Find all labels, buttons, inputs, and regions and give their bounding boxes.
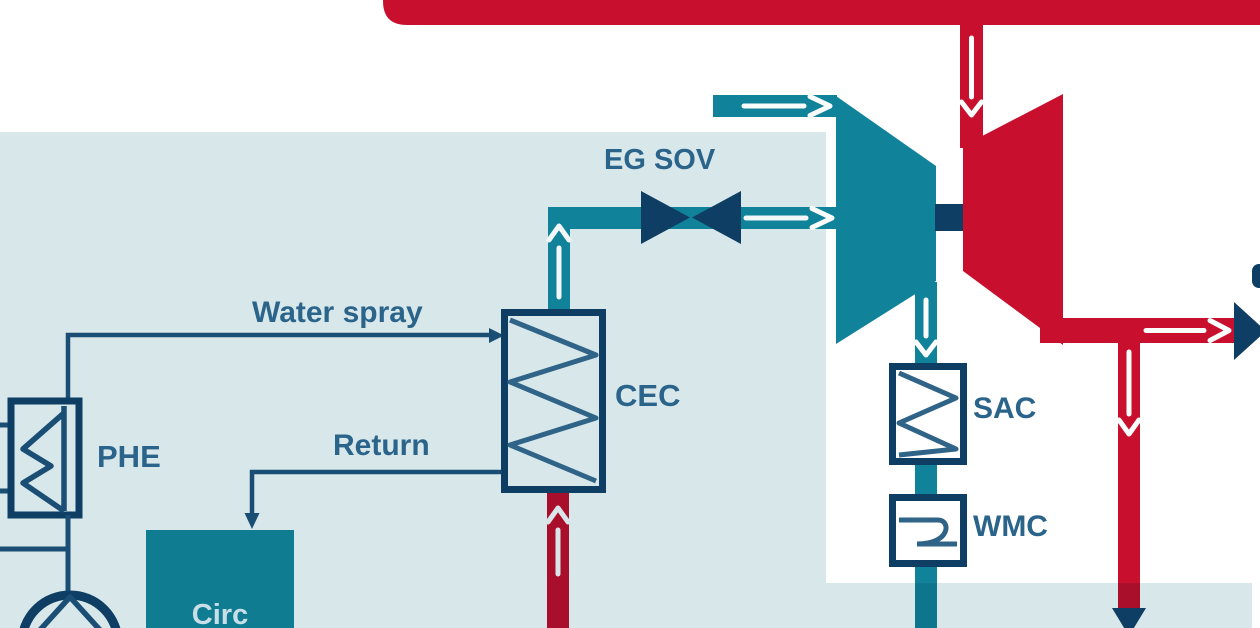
right-arrow-icon xyxy=(809,206,835,230)
phe-heat-exchanger xyxy=(0,397,83,519)
outlet-arrowhead-down xyxy=(1112,608,1146,628)
pump-suction-lines xyxy=(0,515,71,597)
valve-right-triangle xyxy=(692,191,741,244)
down-arrow-icon xyxy=(913,339,939,358)
cec-coil-zigzag xyxy=(507,317,599,484)
down-arrow-icon xyxy=(1116,417,1142,437)
turbine-inlet-pipe xyxy=(959,24,984,148)
wmc-outlet-pipe xyxy=(915,563,937,583)
eg-pipe xyxy=(546,206,837,315)
bottom-right-panel-background xyxy=(826,583,1252,628)
air-inlet-pipe-upper xyxy=(713,94,837,118)
sac-to-wmc-pipe xyxy=(915,462,937,498)
phe-label: PHE xyxy=(97,439,161,474)
wmc-unit xyxy=(889,494,967,567)
cec-heat-exchanger xyxy=(501,309,606,493)
return-line-label: Return xyxy=(333,429,430,462)
cropped-label-mark xyxy=(1252,264,1260,288)
up-arrow-icon xyxy=(546,223,572,243)
eg-pipe-horizontal-segment xyxy=(548,207,837,229)
right-arrow-icon xyxy=(1207,318,1232,343)
exhaust-header-pipe xyxy=(383,0,1260,25)
circulation-pump-icon xyxy=(19,590,121,628)
turbine-shape xyxy=(963,94,1063,345)
phe-plate-zigzag xyxy=(20,406,67,514)
water-spray-line xyxy=(65,328,504,400)
eg-sov-valve-icon xyxy=(641,191,741,244)
sac-coil-zigzag xyxy=(896,370,959,458)
up-arrow-icon xyxy=(545,505,571,525)
turbine-outlet-pipe xyxy=(1040,302,1260,628)
wmc-box xyxy=(889,494,967,567)
wmc-outlet-pipe-under-panel xyxy=(915,583,937,628)
wmc-label: WMC xyxy=(973,510,1048,543)
right-arrow-icon xyxy=(807,94,833,118)
left-panel-background xyxy=(0,132,826,628)
scavenge-air-pipe xyxy=(913,282,939,628)
return-line xyxy=(244,469,503,529)
circ-tank-label: Circ xyxy=(191,599,249,628)
wmc-separator-symbol xyxy=(899,517,957,547)
sac-heat-exchanger xyxy=(889,363,967,465)
down-arrow-icon xyxy=(959,99,984,118)
cec-hot-return-pipe xyxy=(545,487,571,628)
shaft-coupling xyxy=(935,204,964,231)
outlet-pipe-down-branch xyxy=(1118,330,1140,583)
outlet-arrowhead-right xyxy=(1234,302,1260,360)
cec-label: CEC xyxy=(615,378,681,413)
water-spray-label: Water spray xyxy=(252,296,423,329)
valve-left-triangle xyxy=(641,191,690,244)
circ-tank xyxy=(146,530,294,628)
compressor-shape xyxy=(836,96,936,344)
pump-triangle xyxy=(38,594,102,628)
eg-sov-valve-label: EG SOV xyxy=(604,144,716,176)
down-arrowhead-icon xyxy=(244,513,260,529)
sac-label: SAC xyxy=(973,392,1037,425)
down-branch-under-panel xyxy=(1118,583,1140,611)
water-spray-pipe xyxy=(65,332,490,400)
right-arrowhead-icon xyxy=(489,328,504,343)
return-pipe xyxy=(249,469,503,514)
